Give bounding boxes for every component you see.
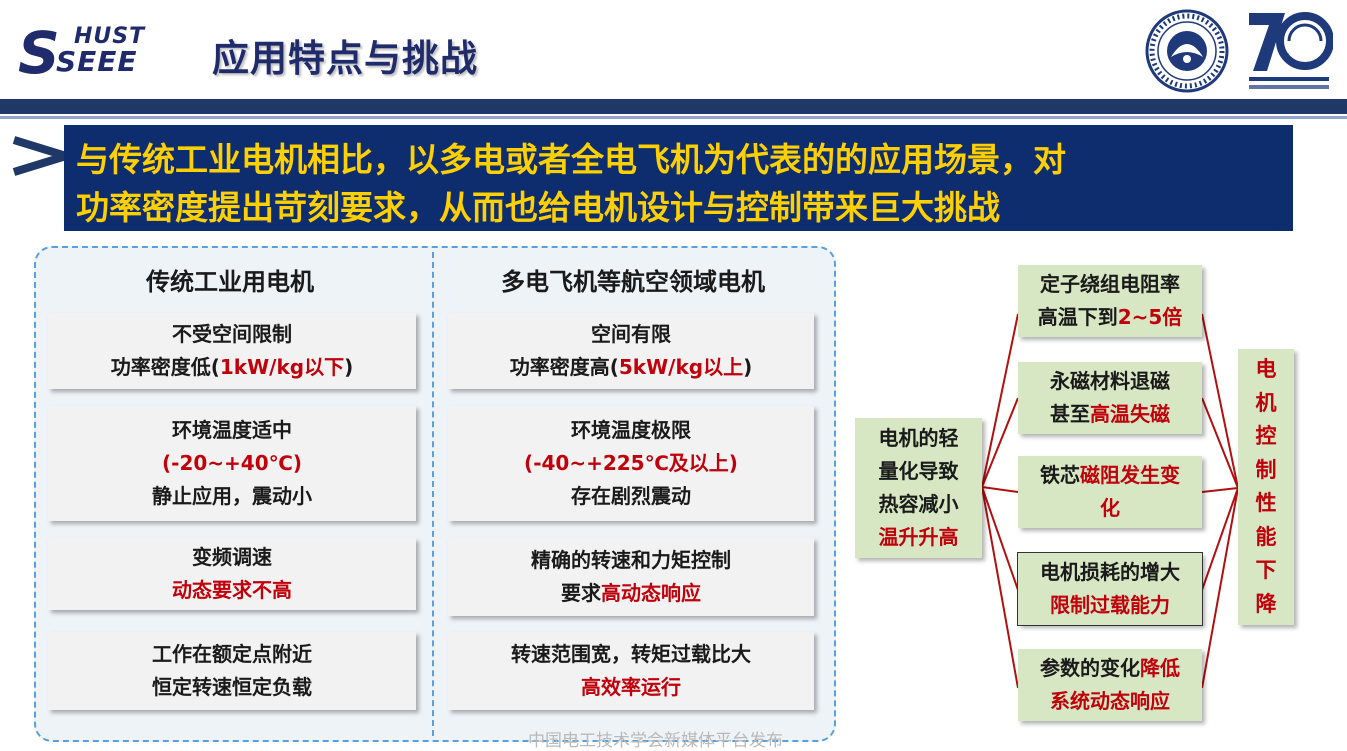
- card-line: (-40~+225℃及以上): [524, 451, 738, 475]
- card-line: 功率密度高(5kW/kg以上): [509, 355, 753, 379]
- card-line: 精确的转速和力矩控制: [531, 548, 731, 572]
- header-underline: [0, 116, 1347, 119]
- effect-line: 电机损耗的增大: [1040, 560, 1180, 584]
- logo-top-text: HUST: [74, 24, 146, 49]
- left-card-space: 不受空间限制 功率密度低(1kW/kg以下): [48, 313, 416, 389]
- left-card-temperature: 环境温度适中 (-20~+40℃) 静止应用，震动小: [48, 406, 416, 521]
- university-seal-icon: [1145, 9, 1229, 93]
- summary-banner: 与传统工业电机相比，以多电或者全电飞机为代表的的应用场景，对 功率密度提出苛刻要…: [64, 125, 1293, 231]
- card-line: 高效率运行: [581, 675, 681, 699]
- card-line: 要求高动态响应: [561, 581, 701, 605]
- card-line: 功率密度低(1kW/kg以下): [110, 355, 354, 379]
- result-char: 下: [1255, 558, 1277, 582]
- effect-line: 甚至高温失磁: [1050, 402, 1170, 426]
- right-card-wide-speed-range: 转速范围宽，转矩过载比大 高效率运行: [448, 632, 814, 710]
- card-line: 不受空间限制: [172, 322, 292, 346]
- logo-s-glyph: S: [18, 19, 60, 87]
- left-column-header: 传统工业用电机: [146, 268, 314, 296]
- cause-line: 温升升高: [878, 525, 959, 549]
- right-card-precision-control: 精确的转速和力矩控制 要求高动态响应: [448, 538, 814, 616]
- cause-line: 热容减小: [878, 492, 959, 516]
- cause-line: 量化导致: [878, 459, 959, 483]
- card-line: 恒定转速恒定负载: [152, 675, 312, 699]
- effect-line: 高温下到2~5倍: [1037, 305, 1183, 329]
- banner-line-2: 功率密度提出苛刻要求，从而也给电机设计与控制带来巨大挑战: [76, 188, 1000, 227]
- card-line: 转速范围宽，转矩过载比大: [511, 642, 751, 666]
- watermark-footer: 中国电工技术学会新媒体平台发布: [528, 731, 783, 751]
- effect-box-demagnetization: 永磁材料退磁 甚至高温失磁: [1018, 362, 1202, 434]
- card-line: 环境温度极限: [571, 418, 691, 442]
- result-box: 电 机 控 制 性 能 下 降: [1238, 349, 1294, 625]
- header-bar: [0, 99, 1347, 114]
- effect-line: 系统动态响应: [1050, 689, 1170, 713]
- logo-bottom-text: SEEE: [56, 45, 138, 78]
- effect-box-losses: 电机损耗的增大 限制过载能力: [1017, 552, 1203, 626]
- column-divider: [432, 252, 434, 736]
- effect-line: 永磁材料退磁: [1050, 369, 1170, 393]
- page-title: 应用特点与挑战: [212, 37, 478, 80]
- right-column-header: 多电飞机等航空领域电机: [501, 268, 765, 296]
- result-char: 制: [1255, 457, 1277, 482]
- banner-line-1: 与传统工业电机相比，以多电或者全电飞机为代表的的应用场景，对: [76, 140, 1066, 179]
- right-card-space: 空间有限 功率密度高(5kW/kg以上): [448, 313, 814, 389]
- card-line: 环境温度适中: [172, 418, 292, 442]
- effect-line: 铁芯磁阻发生变: [1040, 463, 1180, 487]
- cause-box: 电机的轻 量化导致 热容减小 温升升高: [855, 418, 982, 558]
- effect-line: 定子绕组电阻率: [1040, 272, 1180, 296]
- effect-box-winding-resistance: 定子绕组电阻率 高温下到2~5倍: [1018, 265, 1202, 337]
- hust-logo: S HUST SEEE: [18, 19, 153, 87]
- result-char: 机: [1255, 390, 1277, 415]
- card-line: 静止应用，震动小: [152, 484, 312, 508]
- effect-box-core-reluctance: 铁芯磁阻发生变 化: [1018, 456, 1202, 528]
- left-card-operating-point: 工作在额定点附近 恒定转速恒定负载: [48, 632, 416, 710]
- effect-line: 参数的变化降低: [1040, 656, 1180, 680]
- anniversary-70-icon: [1245, 7, 1334, 97]
- right-card-temperature: 环境温度极限 (-40~+225℃及以上) 存在剧烈震动: [448, 406, 814, 521]
- result-char: 电: [1255, 357, 1277, 381]
- effect-line: 化: [1100, 496, 1120, 520]
- effect-line: 限制过载能力: [1050, 593, 1170, 617]
- result-char: 性: [1255, 491, 1277, 515]
- card-line: 变频调速: [192, 545, 272, 569]
- result-char: 控: [1255, 424, 1277, 448]
- result-char: 降: [1255, 591, 1277, 616]
- cause-line: 电机的轻: [878, 426, 959, 450]
- card-line: 动态要求不高: [172, 578, 292, 602]
- effect-box-parameter-variation: 参数的变化降低 系统动态响应: [1018, 649, 1202, 721]
- left-card-speed-control: 变频调速 动态要求不高: [48, 538, 416, 610]
- card-line: 存在剧烈震动: [571, 484, 691, 508]
- card-line: 工作在额定点附近: [152, 642, 312, 666]
- result-char: 能: [1255, 524, 1277, 549]
- card-line: (-20~+40℃): [162, 451, 302, 475]
- card-line: 空间有限: [591, 322, 671, 346]
